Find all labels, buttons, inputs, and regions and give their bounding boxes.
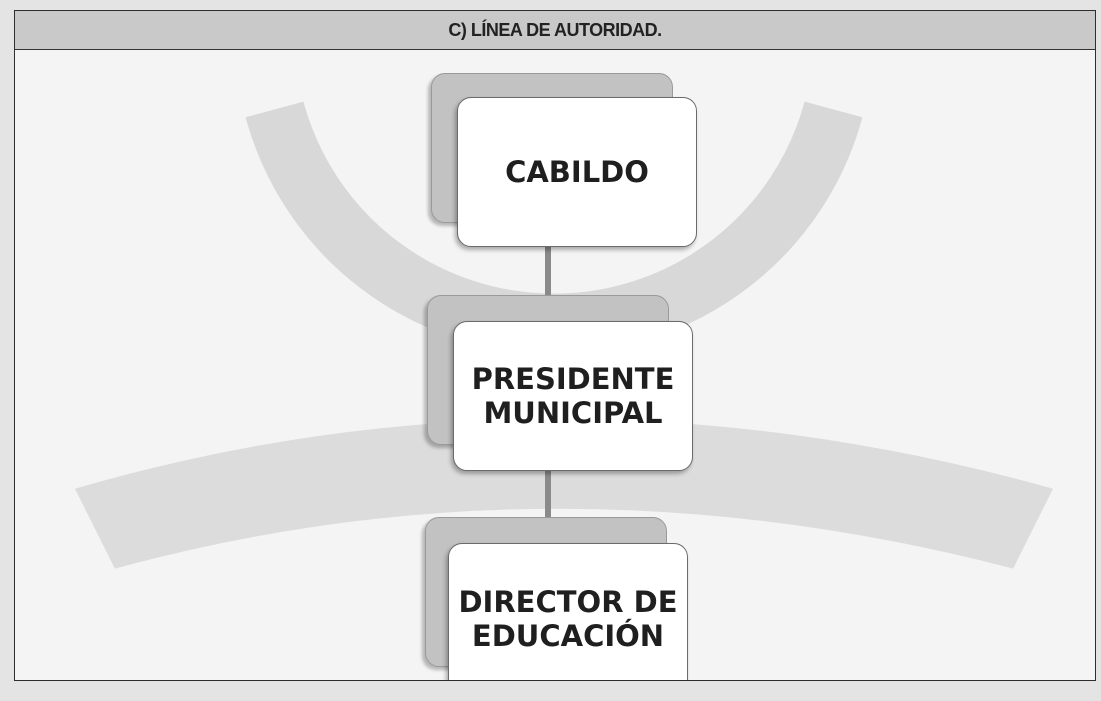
connector-line [545,245,551,297]
org-node-label: DIRECTOR DE EDUCACIÓN [458,584,678,653]
diagram-frame: C) LÍNEA DE AUTORIDAD. CABILDO PRESIDENT… [14,10,1096,681]
org-node-presidente-municipal: PRESIDENTE MUNICIPAL [453,321,693,471]
org-node-director-de-educacion: DIRECTOR DE EDUCACIÓN [448,543,688,680]
org-node-label: PRESIDENTE MUNICIPAL [471,361,675,430]
section-header: C) LÍNEA DE AUTORIDAD. [15,11,1095,50]
section-title: C) LÍNEA DE AUTORIDAD. [448,19,662,40]
connector-line [545,469,551,519]
org-node-label: CABILDO [505,154,649,189]
org-node-cabildo: CABILDO [457,97,697,247]
